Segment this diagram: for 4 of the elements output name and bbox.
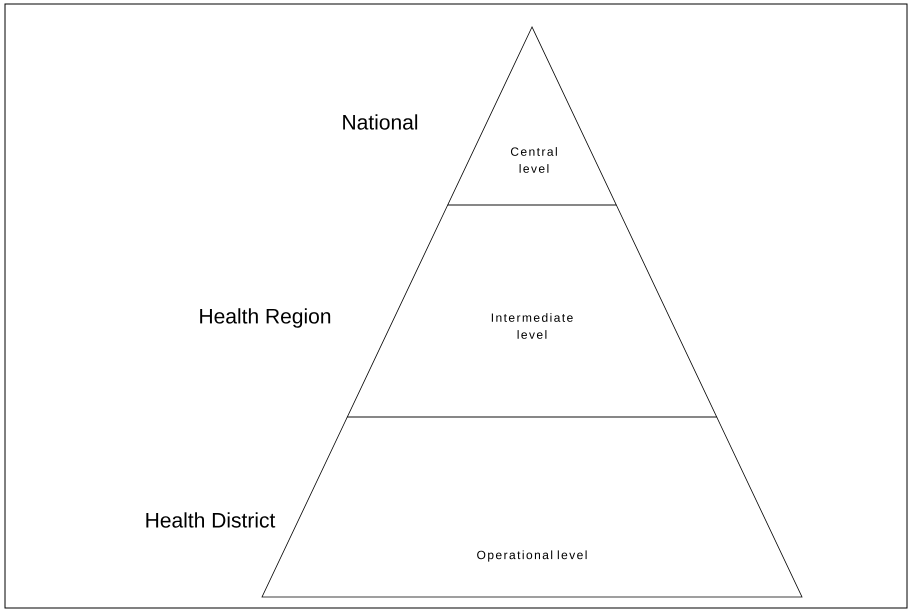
level-label: Health District: [146, 512, 276, 528]
pyramid-level: Intermediate level: [346, 204, 718, 418]
level-label: Health Region: [200, 308, 330, 328]
level-label: National: [343, 114, 418, 130]
